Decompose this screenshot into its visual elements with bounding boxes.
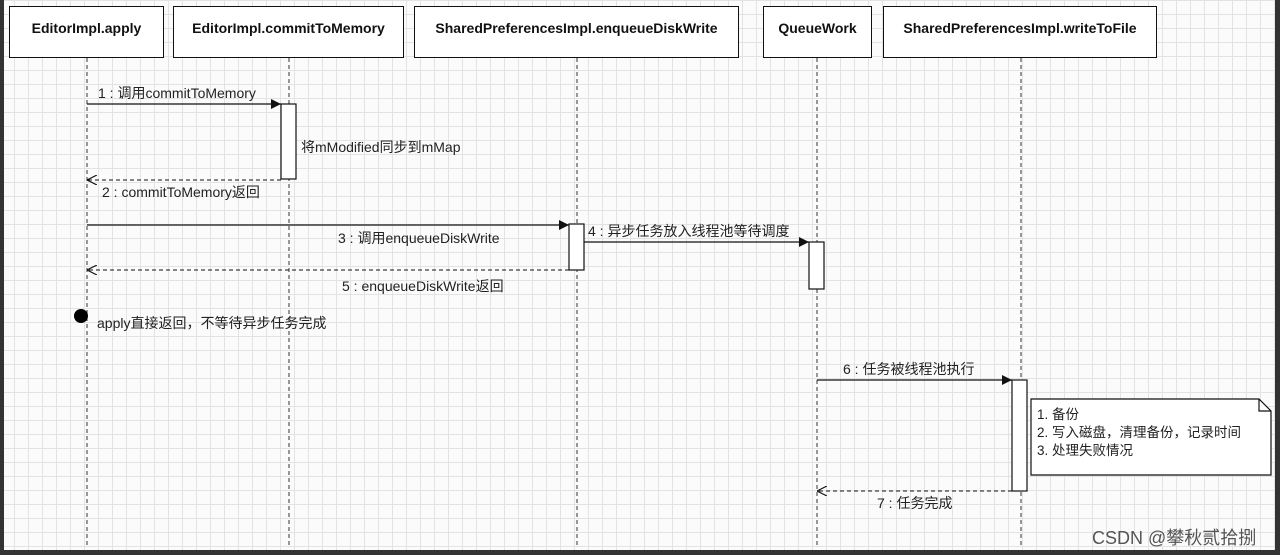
note-line-2: 2. 写入磁盘，清理备份，记录时间: [1037, 425, 1242, 440]
lifeline-header-editor-apply: EditorImpl.apply: [9, 6, 164, 58]
lifeline-header-enqueue-disk-write: SharedPreferencesImpl.enqueueDiskWrite: [414, 6, 739, 58]
activation-queue-work: [808, 241, 825, 290]
activation-commit-to-memory: [280, 103, 297, 180]
lifeline-header-commit-to-memory: EditorImpl.commitToMemory: [173, 6, 404, 58]
lifeline-header-write-to-file: SharedPreferencesImpl.writeToFile: [883, 6, 1157, 58]
msg-7-label: 7 : 任务完成: [877, 495, 953, 511]
msg-3-label: 3 : 调用enqueueDiskWrite: [338, 230, 500, 246]
final-label: apply直接返回，不等待异步任务完成: [97, 315, 327, 331]
msg-4-label: 4 : 异步任务放入线程池等待调度: [588, 223, 790, 239]
frame-right-border: [1275, 0, 1280, 555]
note-line-1: 1. 备份: [1037, 407, 1080, 422]
note-box: [1030, 398, 1272, 476]
final-state-dot: [74, 309, 88, 323]
watermark: CSDN @攀秋贰拾捌: [1092, 528, 1257, 548]
frame-left-border: [0, 0, 4, 555]
msg-5-label: 5 : enqueueDiskWrite返回: [342, 278, 504, 294]
activation-write-to-file: [1011, 379, 1028, 492]
self-note-label: 将mModified同步到mMap: [301, 139, 461, 155]
lifeline-header-queue-work: QueueWork: [763, 6, 872, 58]
activation-enqueue-disk-write: [568, 223, 585, 271]
note-fold: [1258, 399, 1271, 412]
note-line-3: 3. 处理失败情况: [1037, 443, 1134, 458]
msg-6-label: 6 : 任务被线程池执行: [843, 361, 975, 377]
frame-bottom-border: [0, 550, 1280, 555]
msg-2-label: 2 : commitToMemory返回: [102, 184, 260, 200]
msg-1-label: 1 : 调用commitToMemory: [98, 85, 256, 101]
